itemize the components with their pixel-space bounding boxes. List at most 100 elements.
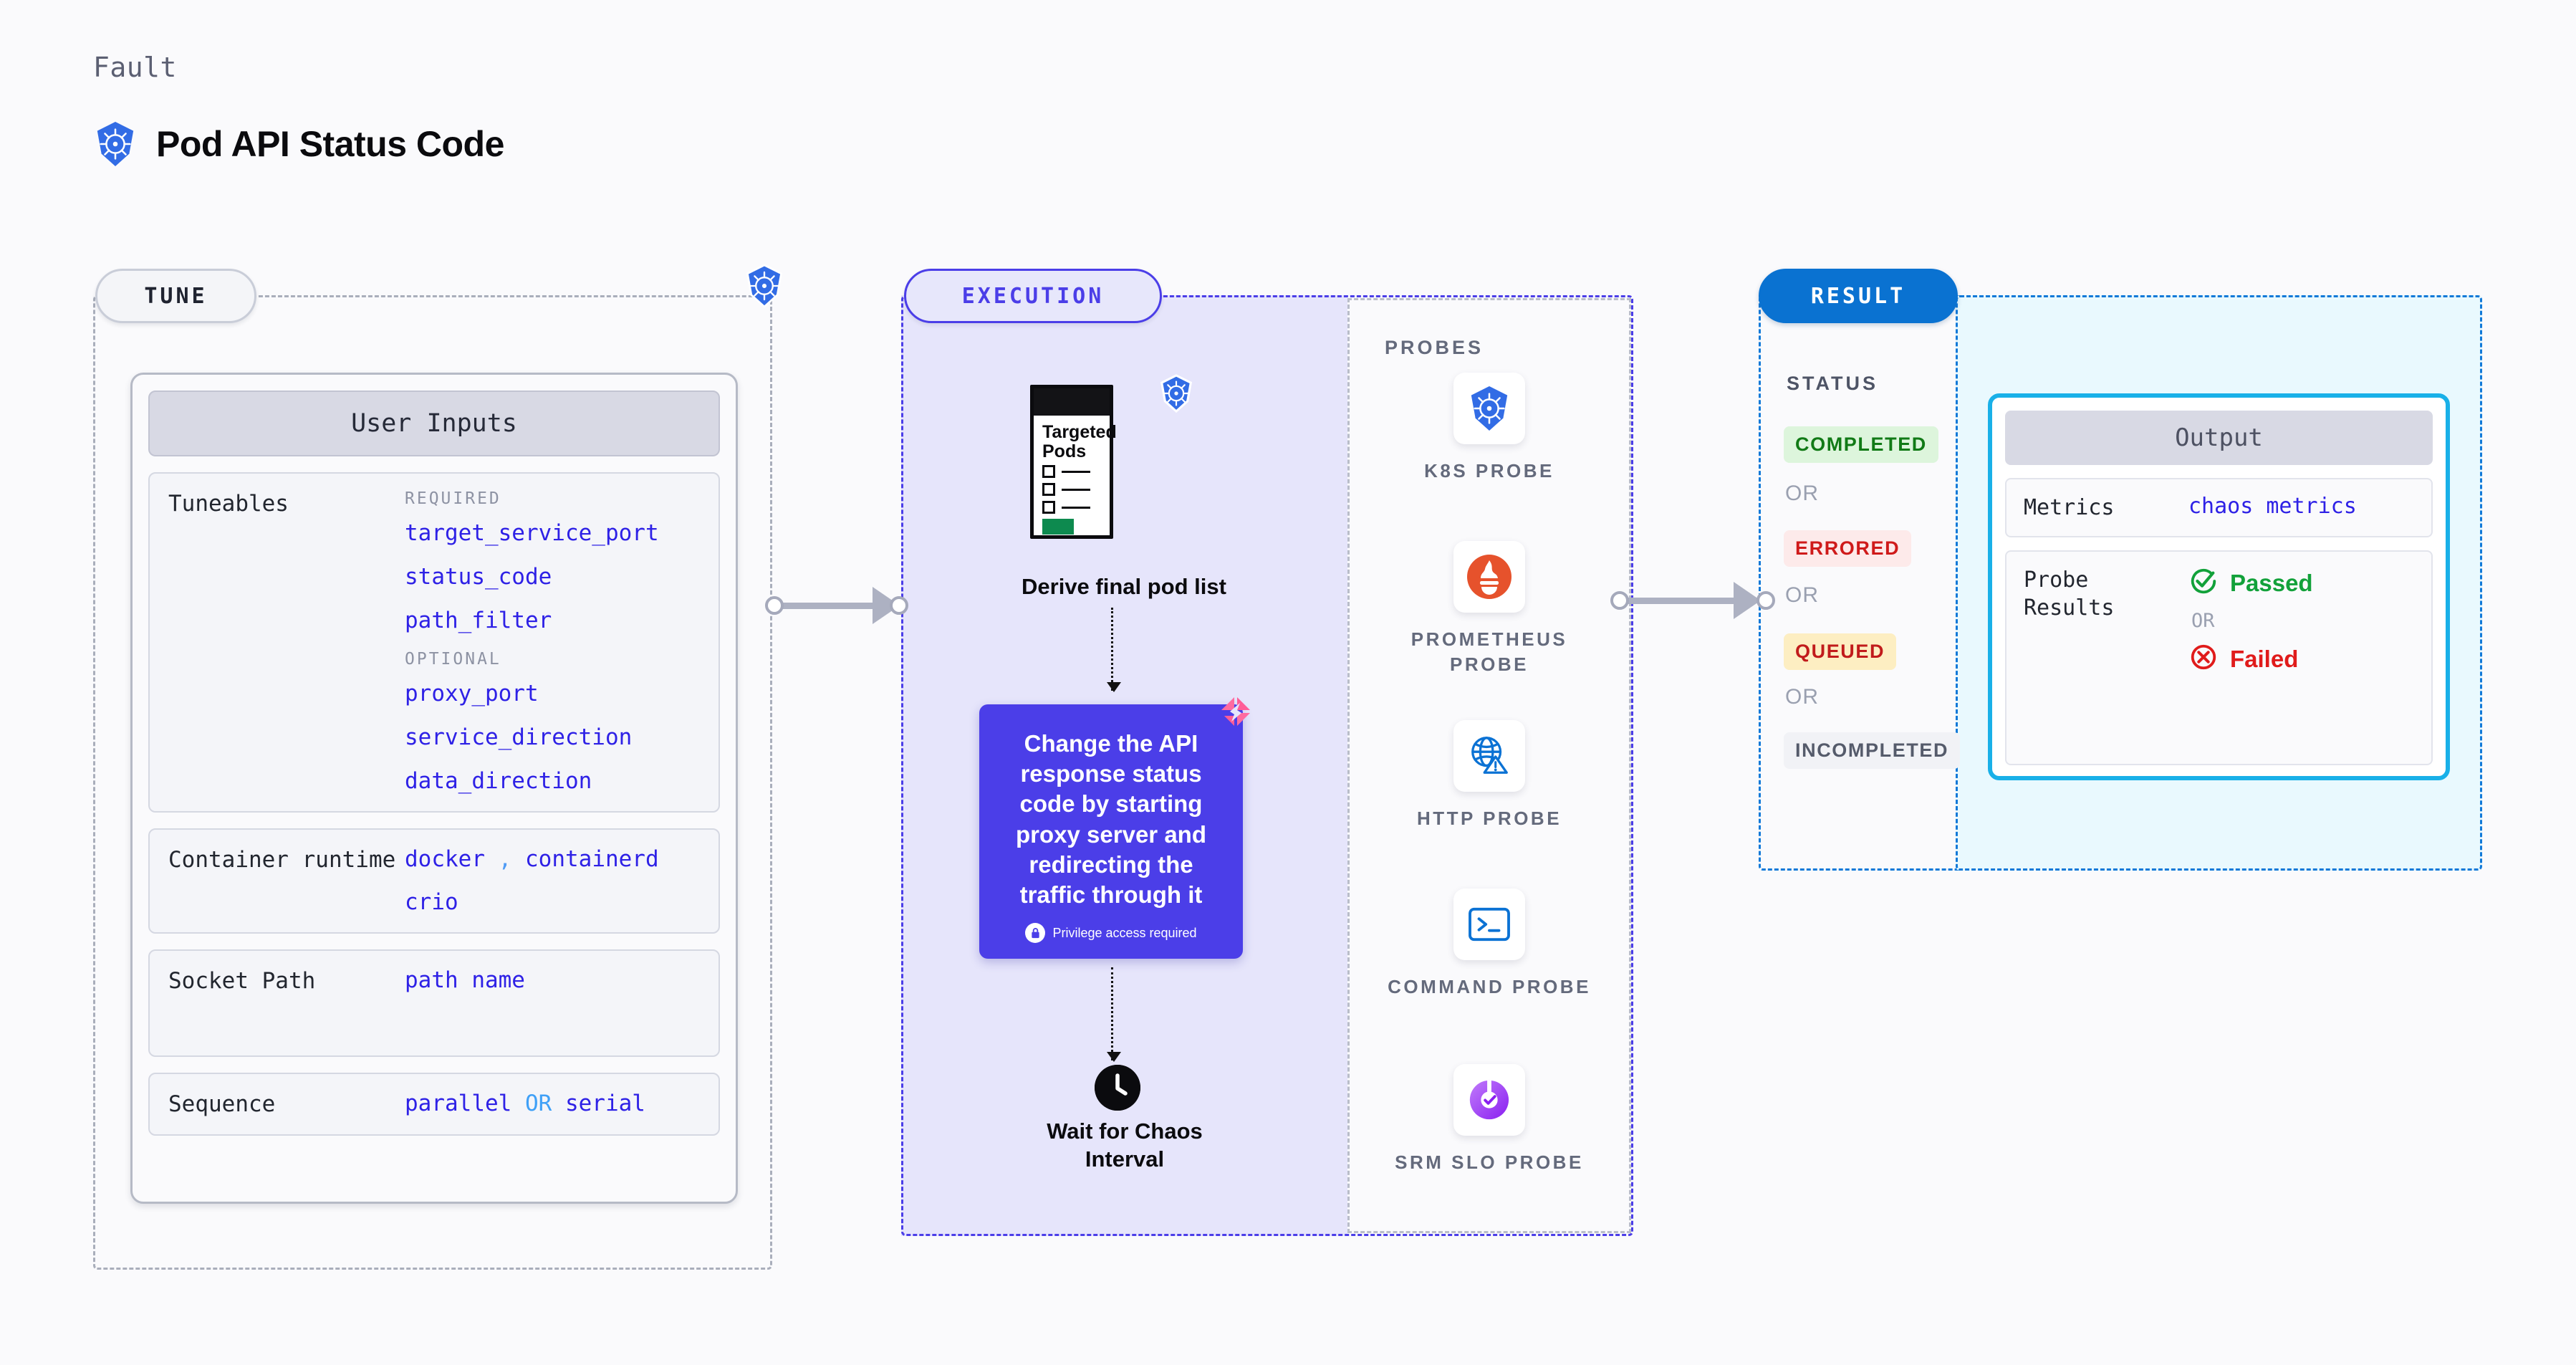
line-placeholder — [1062, 470, 1090, 473]
or-label: OR — [1785, 583, 1819, 607]
kubernetes-icon — [1453, 373, 1525, 444]
probe-prometheus[interactable]: PROMETHEUS PROBE — [1385, 541, 1593, 677]
check-circle-icon — [2188, 566, 2219, 600]
probe-label: HTTP PROBE — [1416, 808, 1562, 829]
stage-label-result[interactable]: RESULT — [1759, 269, 1958, 323]
row-label: Socket Path — [168, 968, 316, 994]
container-runtime-row: Container runtime docker , containerd cr… — [148, 828, 720, 934]
list-item — [1042, 483, 1110, 496]
page-title: Pod API Status Code — [156, 124, 504, 164]
probe-label: PROMETHEUS PROBE — [1410, 628, 1568, 676]
connector-derive-to-action — [1107, 608, 1121, 692]
status-badge-queued: QUEUED — [1784, 633, 1897, 670]
row-label: Metrics — [2024, 495, 2115, 520]
tuneable-value[interactable]: path_filter — [405, 607, 552, 633]
lock-icon — [1025, 923, 1046, 943]
socket-path-value[interactable]: path name — [405, 967, 525, 993]
clock-icon — [1095, 1065, 1140, 1111]
row-label: Tuneables — [168, 491, 289, 517]
privilege-note: Privilege access required — [979, 923, 1243, 943]
pod-list — [1034, 465, 1110, 514]
required-kicker: REQUIRED — [405, 489, 501, 508]
metrics-row: Metrics chaos metrics — [2005, 478, 2433, 537]
probe-http[interactable]: HTTP PROBE — [1385, 720, 1593, 831]
list-item — [1042, 501, 1110, 514]
probes-title: PROBES — [1385, 337, 1484, 358]
tune-stage-frame — [93, 295, 772, 1270]
tuneables-row: Tuneables REQUIRED target_service_port s… — [148, 472, 720, 813]
harness-logo-icon — [1216, 694, 1253, 735]
status-badge-completed: COMPLETED — [1784, 426, 1938, 463]
or-label: OR — [1785, 482, 1819, 505]
status-badge-errored: ERRORED — [1784, 530, 1912, 567]
runtime-docker[interactable]: docker — [405, 846, 485, 872]
value-separator: , — [498, 846, 512, 872]
runtime-containerd[interactable]: containerd — [525, 846, 659, 872]
kubernetes-icon — [744, 264, 785, 312]
terminal-icon — [1453, 889, 1525, 960]
probe-label: K8S PROBE — [1424, 460, 1554, 482]
progress-bar — [1042, 519, 1074, 535]
x-circle-icon — [2188, 642, 2219, 676]
status-title: STATUS — [1787, 373, 1878, 394]
tuneable-value[interactable]: service_direction — [405, 724, 633, 750]
line-placeholder — [1062, 488, 1090, 491]
status-badge-incompleted: INCOMPLETED — [1784, 732, 1961, 769]
probe-k8s[interactable]: K8S PROBE — [1385, 373, 1593, 484]
tuneable-value[interactable]: target_service_port — [405, 520, 659, 546]
targeted-pods-title: Targeted Pods — [1042, 422, 1117, 461]
list-item — [1042, 465, 1110, 478]
failed-label: Failed — [2230, 645, 2299, 672]
user-inputs-title: User Inputs — [148, 391, 720, 456]
execution-stage-frame — [901, 295, 1633, 1236]
output-title: Output — [2005, 411, 2433, 465]
runtime-values-line1[interactable]: docker , containerd — [405, 846, 700, 873]
sequence-values[interactable]: parallel OR serial — [405, 1090, 700, 1118]
probe-results-row: Probe Results Passed OR — [2005, 550, 2433, 765]
tuneable-value[interactable]: status_code — [405, 563, 552, 590]
sequence-serial[interactable]: serial — [564, 1091, 645, 1116]
optional-kicker: OPTIONAL — [405, 650, 501, 669]
sequence-parallel[interactable]: parallel — [405, 1091, 512, 1116]
chaos-action-card: Change the API response status code by s… — [979, 697, 1250, 959]
row-label: Container runtime — [168, 846, 396, 873]
probe-srm-slo[interactable]: SRM SLO PROBE — [1385, 1064, 1593, 1175]
http-globe-icon — [1453, 720, 1525, 792]
probe-results-values: Passed OR Failed — [2188, 566, 2313, 749]
runtime-crio[interactable]: crio — [405, 889, 458, 916]
probe-label: SRM SLO PROBE — [1395, 1151, 1584, 1173]
value-joiner: OR — [524, 1091, 552, 1116]
row-label: Sequence — [168, 1091, 276, 1117]
srm-slo-icon — [1453, 1064, 1525, 1136]
user-inputs-card: User Inputs Tuneables REQUIRED target_se… — [130, 373, 738, 1204]
derive-pod-list-caption: Derive final pod list — [1022, 574, 1226, 599]
output-card: Output Metrics chaos metrics Probe Resul… — [1988, 393, 2450, 780]
tuneable-value[interactable]: proxy_port — [405, 681, 539, 707]
targeted-pods-card: Targeted Pods — [1030, 385, 1117, 539]
privilege-note-text: Privilege access required — [1052, 925, 1197, 940]
line-placeholder — [1062, 506, 1090, 509]
probe-result-passed: Passed — [2188, 566, 2313, 600]
stage-label-tune[interactable]: TUNE — [95, 269, 256, 323]
checkbox-icon — [1042, 465, 1055, 478]
probe-result-failed: Failed — [2188, 642, 2313, 676]
wait-chaos-caption: Wait for Chaos Interval — [1047, 1119, 1203, 1172]
stage-label-execution[interactable]: EXECUTION — [904, 269, 1162, 323]
page-kicker: Fault — [93, 52, 177, 83]
prometheus-icon — [1453, 541, 1525, 613]
metrics-value[interactable]: chaos metrics — [2188, 494, 2357, 519]
checkbox-icon — [1042, 501, 1055, 514]
tuneable-value[interactable]: data_direction — [405, 767, 592, 794]
or-label: OR — [2191, 610, 2215, 632]
kubernetes-icon — [1158, 374, 1194, 416]
or-label: OR — [1785, 685, 1819, 709]
socket-path-row: Socket Path path name — [148, 949, 720, 1057]
card-topbar — [1034, 388, 1110, 416]
checkbox-icon — [1042, 483, 1055, 496]
passed-label: Passed — [2230, 569, 2313, 596]
sequence-row: Sequence parallel OR serial — [148, 1073, 720, 1136]
probe-command[interactable]: COMMAND PROBE — [1385, 889, 1593, 1000]
row-label: Probe Results — [2024, 567, 2115, 621]
page-header: Pod API Status Code — [93, 120, 504, 168]
